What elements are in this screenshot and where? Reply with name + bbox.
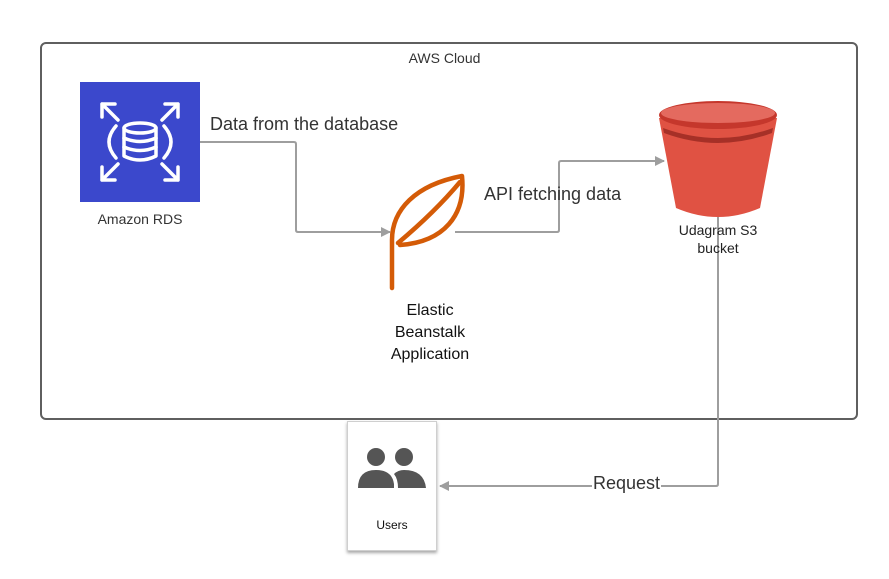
edge-rds-to-beanstalk	[200, 141, 391, 237]
edge-label-beanstalk-to-s3: API fetching data	[484, 184, 622, 204]
rds-label: Amazon RDS	[97, 211, 183, 227]
beanstalk-label-line: Beanstalk	[394, 324, 466, 341]
beanstalk-label-line: Elastic	[406, 302, 454, 319]
users-label: Users	[376, 518, 408, 532]
cloud-title: AWS Cloud	[408, 50, 481, 66]
database-icon	[100, 102, 180, 182]
s3-label-line: Udagram S3	[678, 222, 758, 238]
aws-cloud-boundary	[40, 42, 858, 420]
edge-label-s3-to-users: Request	[592, 473, 662, 494]
rds-node	[80, 82, 200, 202]
users-icon	[358, 448, 426, 488]
s3-label-line: bucket	[697, 240, 739, 256]
s3-label: Udagram S3 bucket	[648, 221, 788, 257]
beanstalk-label: Elastic Beanstalk Application	[380, 300, 480, 366]
edge-beanstalk-to-s3	[455, 156, 665, 233]
users-node	[347, 421, 437, 551]
edge-s3-to-users	[439, 212, 719, 491]
edge-label-rds-to-beanstalk: Data from the database	[210, 114, 399, 134]
beanstalk-label-line: Application	[390, 346, 470, 363]
